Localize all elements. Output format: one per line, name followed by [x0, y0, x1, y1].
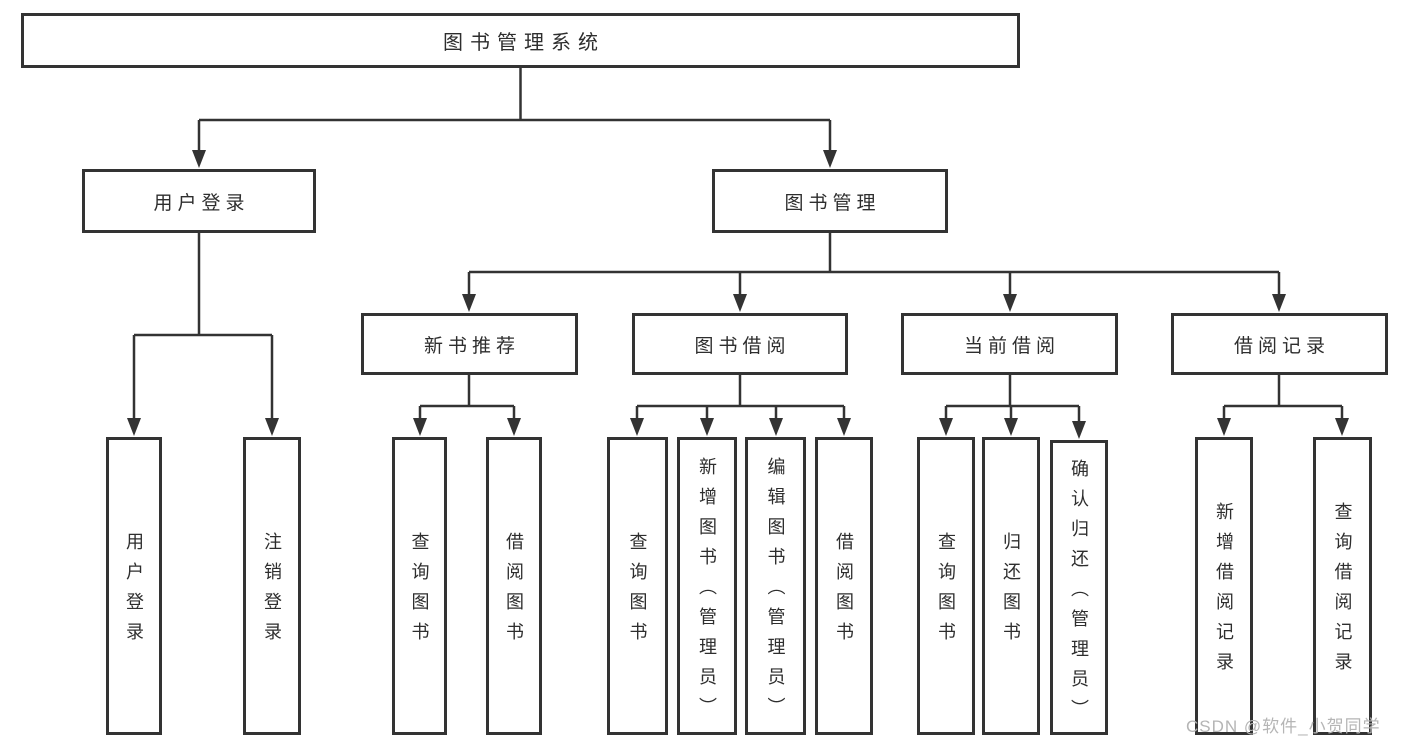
node-root: 图书管理系统 — [21, 13, 1020, 68]
leaf-current-return-label: 归还图书 — [1001, 532, 1021, 652]
node-borrow-records-label: 借阅记录 — [1233, 335, 1330, 357]
node-new-book-recommend-label: 新书推荐 — [423, 335, 520, 357]
leaf-borrow-borrow: 借阅图书 — [815, 437, 873, 735]
leaf-borrow-borrow-label: 借阅图书 — [834, 532, 854, 652]
leaf-current-query: 查询图书 — [917, 437, 975, 735]
node-book-management: 图书管理 — [712, 169, 948, 233]
csdn-watermark: CSDN @软件_小贺同学 — [1186, 717, 1381, 736]
leaf-logout-label: 注销登录 — [262, 532, 282, 652]
node-current-borrow-label: 当前借阅 — [963, 335, 1060, 357]
leaf-user-login-label: 用户登录 — [124, 532, 144, 652]
leaf-records-add: 新增借阅记录 — [1195, 437, 1253, 735]
node-book-borrow: 图书借阅 — [632, 313, 848, 375]
leaf-borrow-query-label: 查询图书 — [627, 532, 648, 652]
leaf-records-query-label: 查询借阅记录 — [1332, 502, 1353, 682]
node-current-borrow: 当前借阅 — [901, 313, 1118, 375]
leaf-current-query-label: 查询图书 — [936, 532, 956, 652]
leaf-newbook-borrow: 借阅图书 — [486, 437, 542, 735]
leaf-logout: 注销登录 — [243, 437, 301, 735]
leaf-current-confirm-admin: 确认归还（管理员） — [1050, 440, 1108, 735]
leaf-records-query: 查询借阅记录 — [1313, 437, 1372, 735]
leaf-borrow-add-admin-label: 新增图书（管理员） — [697, 457, 717, 727]
leaf-newbook-borrow-label: 借阅图书 — [504, 532, 524, 652]
leaf-current-confirm-admin-label: 确认归还（管理员） — [1069, 458, 1089, 729]
node-book-borrow-label: 图书借阅 — [694, 335, 791, 357]
leaf-borrow-query: 查询图书 — [607, 437, 668, 735]
leaf-borrow-add-admin: 新增图书（管理员） — [677, 437, 737, 735]
node-new-book-recommend: 新书推荐 — [361, 313, 578, 375]
node-borrow-records: 借阅记录 — [1171, 313, 1388, 375]
leaf-user-login: 用户登录 — [106, 437, 162, 735]
leaf-newbook-query: 查询图书 — [392, 437, 447, 735]
leaf-newbook-query-label: 查询图书 — [409, 532, 430, 652]
node-book-management-label: 图书管理 — [784, 192, 881, 214]
leaf-borrow-edit-admin: 编辑图书（管理员） — [745, 437, 806, 735]
leaf-records-add-label: 新增借阅记录 — [1214, 502, 1234, 682]
leaf-borrow-edit-admin-label: 编辑图书（管理员） — [765, 457, 786, 727]
leaf-current-return: 归还图书 — [982, 437, 1040, 735]
node-user-login: 用户登录 — [82, 169, 316, 233]
node-user-login-label: 用户登录 — [153, 192, 250, 214]
node-root-label: 图书管理系统 — [443, 32, 605, 54]
